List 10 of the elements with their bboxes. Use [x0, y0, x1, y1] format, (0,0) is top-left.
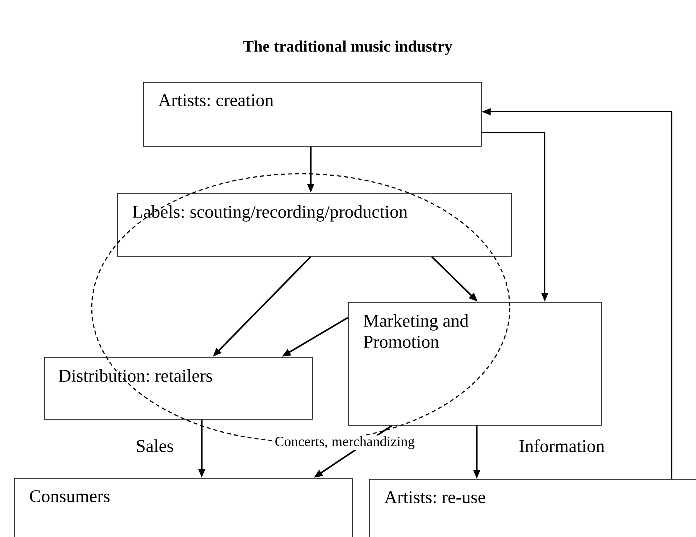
process-box: Labels: scouting/recording/production [117, 193, 512, 257]
edge-label: Information [518, 438, 606, 454]
process-box: Distribution: retailers [44, 357, 313, 420]
edge-label: Sales [135, 438, 175, 454]
process-box: Artists: creation [143, 82, 482, 147]
process-box: Artists: re-use [369, 479, 696, 537]
process-box: Consumers [14, 478, 353, 537]
title: The traditional music industry [244, 40, 453, 56]
process-box: Marketing and Promotion [348, 302, 602, 426]
edge-label: Concerts, merchandizing [274, 436, 416, 450]
